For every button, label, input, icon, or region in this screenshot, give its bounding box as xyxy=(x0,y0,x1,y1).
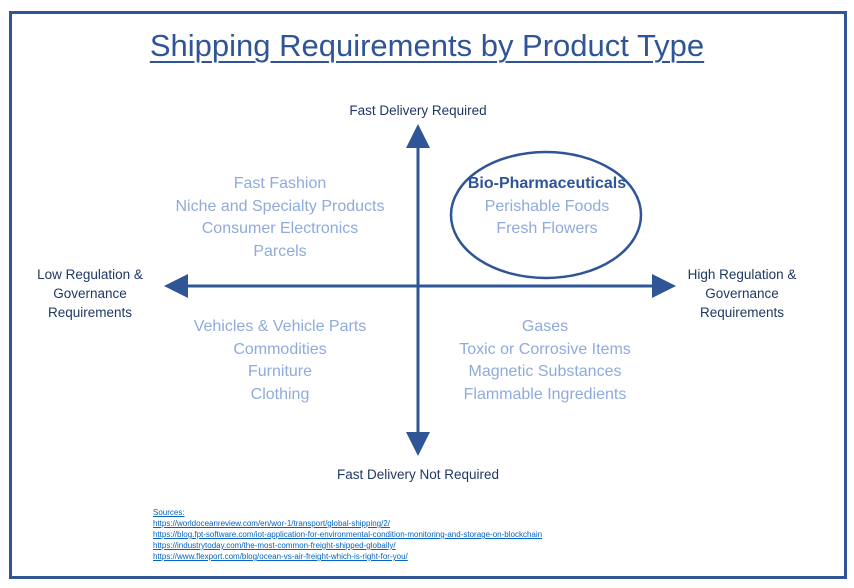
source-link[interactable]: https://www.flexport.com/blog/ocean-vs-a… xyxy=(153,552,408,561)
highlight-ellipse xyxy=(449,150,643,280)
diagram-frame xyxy=(9,11,847,579)
source-link[interactable]: https://industrytoday.com/the-most-commo… xyxy=(153,541,396,550)
axis-label-bottom: Fast Delivery Not Required xyxy=(336,467,500,482)
sources: Sources: https://worldoceanreview.com/en… xyxy=(153,507,542,562)
page-title: Shipping Requirements by Product Type xyxy=(149,28,705,63)
source-link[interactable]: https://blog.fpt-software.com/iot-applic… xyxy=(153,530,543,539)
axis-label-top: Fast Delivery Required xyxy=(349,103,487,118)
source-link[interactable]: https://worldoceanreview.com/en/wor-1/tr… xyxy=(153,519,391,528)
sources-label: Sources: xyxy=(153,508,185,517)
